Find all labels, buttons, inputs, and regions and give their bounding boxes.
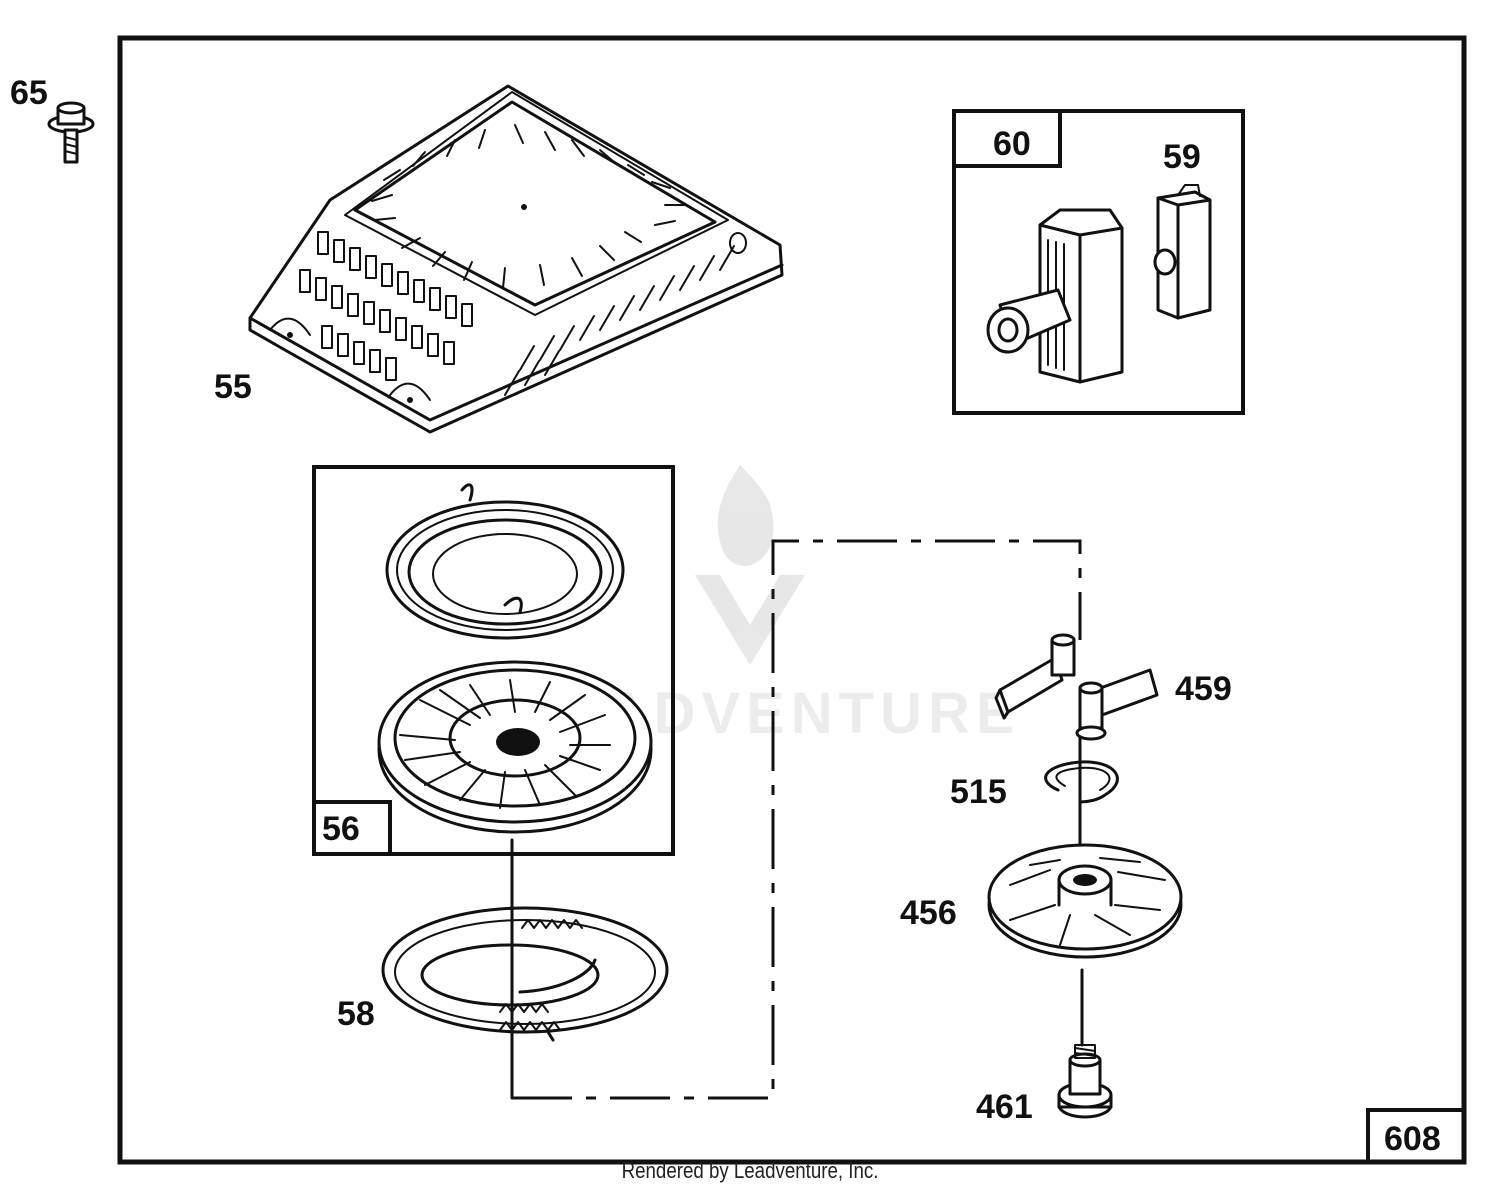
starter-rope-58[interactable] — [381, 906, 669, 1042]
kit-box-60-tag — [952, 109, 1062, 168]
rewind-spring[interactable] — [385, 483, 625, 640]
footer-credit: Rendered by Leadventure, Inc. — [621, 1158, 879, 1183]
label-461: 461 — [976, 1088, 1033, 1126]
kit-box-60 — [952, 109, 1245, 415]
label-58: 58 — [337, 995, 375, 1033]
watermark-logo — [695, 465, 805, 665]
insert-59[interactable] — [1153, 184, 1212, 320]
label-56: 56 — [322, 810, 360, 848]
diagram-id-box — [1366, 1108, 1466, 1164]
kit-box-56-tag — [312, 800, 392, 856]
screw-461[interactable] — [1057, 1044, 1113, 1119]
label-60: 60 — [993, 125, 1031, 163]
diagram-id: 608 — [1384, 1120, 1441, 1158]
assembly-lines — [510, 539, 1084, 1100]
label-459: 459 — [1175, 670, 1232, 708]
label-59: 59 — [1163, 138, 1201, 176]
pawls-459[interactable] — [994, 633, 1159, 741]
bolt-65[interactable] — [47, 101, 95, 164]
pulley[interactable] — [377, 660, 653, 834]
ratchet-456[interactable] — [987, 843, 1183, 959]
label-515: 515 — [950, 773, 1007, 811]
label-55: 55 — [214, 368, 252, 406]
handle-60[interactable] — [986, 208, 1124, 384]
retainer-clip-515[interactable] — [1044, 760, 1119, 804]
label-65: 65 — [10, 74, 48, 112]
blower-housing-55[interactable] — [248, 84, 784, 434]
kit-box-56 — [312, 465, 675, 856]
label-456: 456 — [900, 894, 957, 932]
diagram-frame — [117, 35, 1467, 1165]
